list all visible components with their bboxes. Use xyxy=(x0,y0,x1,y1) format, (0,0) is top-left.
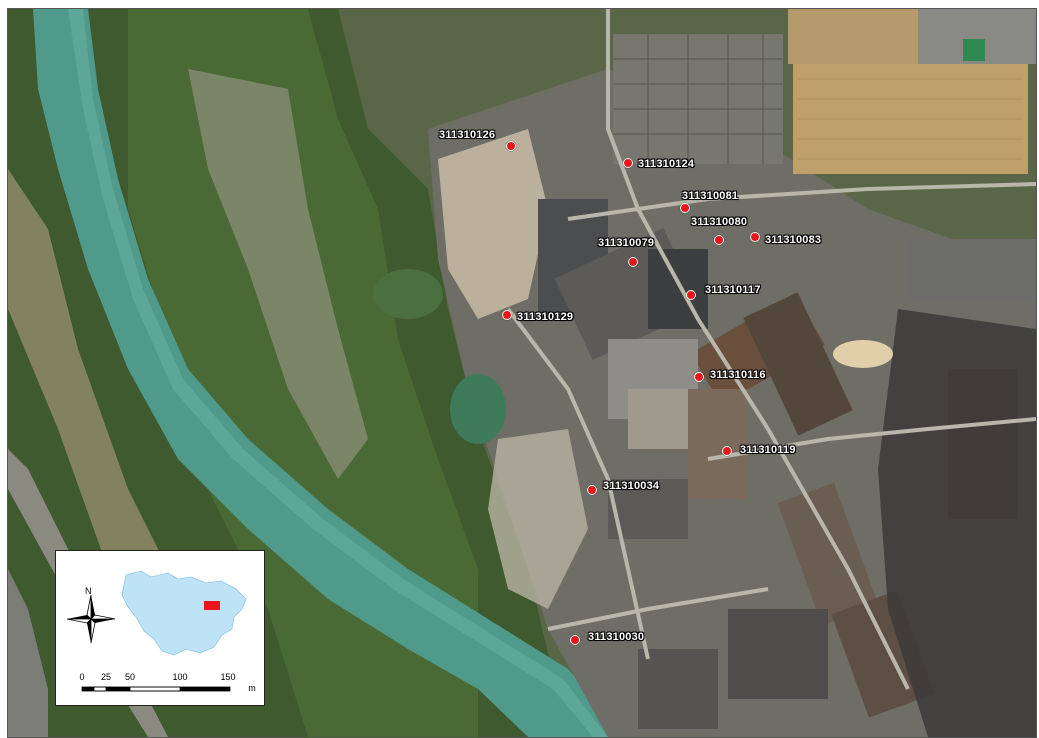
sample-point-311310079[interactable] xyxy=(628,257,638,267)
scale-bar xyxy=(81,686,231,692)
scale-tick-100: 100 xyxy=(172,672,188,682)
sample-point-311310129[interactable] xyxy=(502,310,512,320)
north-label: N xyxy=(85,586,92,596)
sample-label-311310083: 311310083 xyxy=(765,234,822,246)
scale-tick-150: 150 xyxy=(220,672,236,682)
sample-label-311310124: 311310124 xyxy=(638,158,695,170)
study-area-marker xyxy=(204,601,220,610)
sample-point-311310083[interactable] xyxy=(750,232,760,242)
sample-label-311310034: 311310034 xyxy=(603,480,660,492)
scale-tick-0: 0 xyxy=(79,672,85,682)
sample-point-311310030[interactable] xyxy=(570,635,580,645)
north-arrow-icon xyxy=(66,594,116,644)
inset-graphics xyxy=(66,570,247,692)
sample-label-311310126: 311310126 xyxy=(439,129,496,141)
scale-tick-25: 25 xyxy=(100,672,112,682)
sample-label-311310117: 311310117 xyxy=(705,284,761,296)
scale-unit: m xyxy=(248,683,256,693)
sample-label-311310119: 311310119 xyxy=(740,444,796,456)
sample-label-311310030: 311310030 xyxy=(588,631,645,643)
sample-label-311310079: 311310079 xyxy=(598,237,655,249)
scale-tick-50: 50 xyxy=(124,672,136,682)
sample-point-311310034[interactable] xyxy=(587,485,597,495)
sample-point-311310080[interactable] xyxy=(714,235,724,245)
sample-label-311310129: 311310129 xyxy=(517,311,574,323)
map-inset-legend: N 0 25 50 100 150 m xyxy=(55,550,265,706)
sample-label-311310080: 311310080 xyxy=(691,216,748,228)
sample-point-311310117[interactable] xyxy=(686,290,696,300)
sample-label-311310116: 311310116 xyxy=(710,369,766,381)
sample-point-311310116[interactable] xyxy=(694,372,704,382)
sample-point-311310124[interactable] xyxy=(623,158,633,168)
sample-point-311310126[interactable] xyxy=(506,141,516,151)
sample-point-311310081[interactable] xyxy=(680,203,690,213)
sample-label-311310081: 311310081 xyxy=(682,190,739,202)
sample-point-311310119[interactable] xyxy=(722,446,732,456)
region-locator-shape xyxy=(121,570,247,656)
